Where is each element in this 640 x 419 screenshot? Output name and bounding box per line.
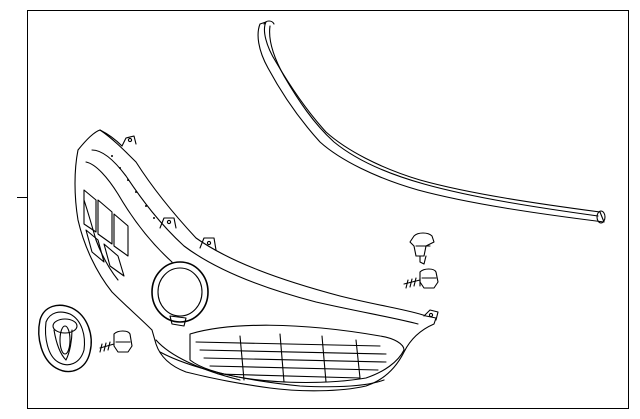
screw-icon[interactable] [404, 269, 438, 288]
callout-leader-line [17, 197, 27, 198]
grille-molding-strip-icon[interactable] [258, 21, 605, 223]
retainer-clip-icon[interactable] [410, 233, 434, 264]
radiator-grille-icon[interactable] [75, 130, 438, 391]
screw-icon[interactable] [100, 331, 132, 352]
toyota-emblem-icon[interactable] [39, 305, 91, 371]
